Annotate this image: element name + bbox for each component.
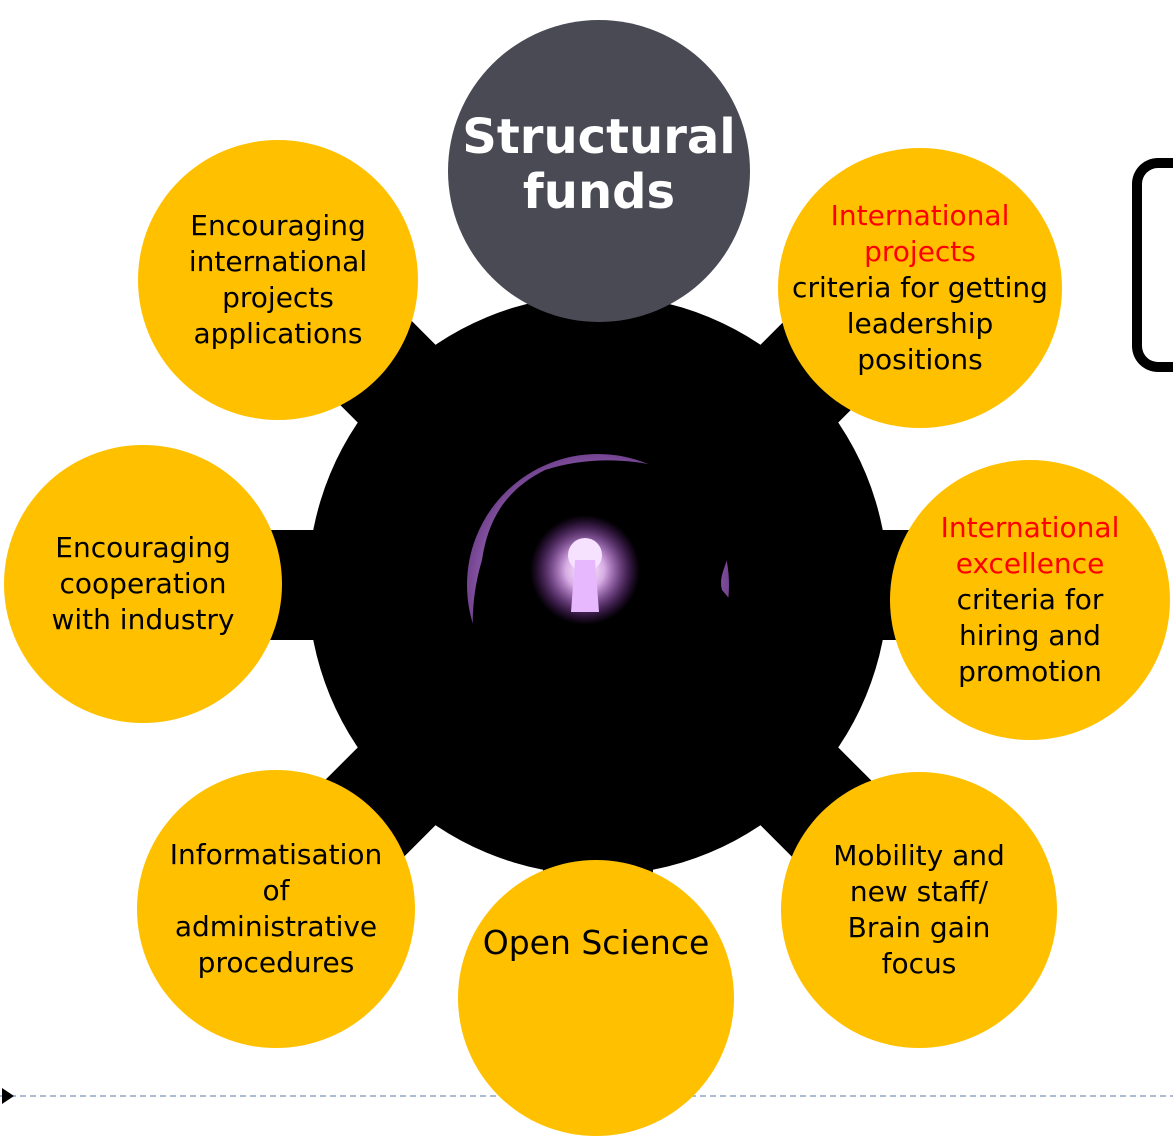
node-text-line: hiring and [959, 619, 1101, 652]
structural-funds-line-1: Structural [462, 109, 736, 165]
node-text-line: Open Science [482, 923, 710, 962]
node-text-line: projects [222, 281, 334, 314]
structural-funds-line-2: funds [522, 164, 676, 220]
node-highlight-line: excellence [955, 547, 1105, 580]
node-text-line: applications [193, 317, 363, 350]
mobility-brain-gain-node: Mobility and new staff/ Brain gain focus [781, 772, 1057, 1048]
international-applications-node: Encouraging international projects appli… [138, 140, 418, 420]
node-text-line: Brain gain [847, 911, 991, 944]
node-text-line: Mobility and [833, 839, 1005, 872]
node-text-line: cooperation [59, 567, 227, 600]
node-text-line: Informatisation [169, 838, 383, 871]
open-science-node: Open Science [458, 860, 734, 1136]
keyhole-icon [530, 515, 640, 625]
play-marker-icon [2, 1088, 14, 1104]
node-text-line: of [262, 874, 290, 907]
node-text-line: criteria for [956, 583, 1104, 616]
node-highlight-line: International [940, 511, 1120, 544]
international-projects-node: International projects criteria for gett… [778, 148, 1062, 428]
node-text-line: focus [881, 947, 957, 980]
bracket-shape [1132, 158, 1173, 372]
node-highlight-line: projects [864, 235, 976, 268]
node-text-line: positions [857, 343, 983, 376]
node-text-line: procedures [197, 946, 355, 979]
node-text-line: promotion [958, 655, 1102, 688]
node-text-line: criteria for getting [792, 271, 1048, 304]
node-text-line: Encouraging [55, 531, 231, 564]
node-text-line: new staff/ [849, 875, 989, 908]
structural-funds-node: Structural funds [448, 20, 750, 322]
node-highlight-line: International [830, 199, 1010, 232]
node-text-line: with industry [51, 603, 235, 636]
informatisation-node: Informatisation of administrative proced… [137, 770, 415, 1048]
international-excellence-node: International excellence criteria for hi… [890, 460, 1170, 740]
node-text-line: leadership [846, 307, 994, 340]
node-text-line: Encouraging [190, 209, 366, 242]
node-text-line: international [188, 245, 368, 278]
node-text-line: administrative [174, 910, 378, 943]
industry-cooperation-node: Encouraging cooperation with industry [4, 445, 282, 723]
